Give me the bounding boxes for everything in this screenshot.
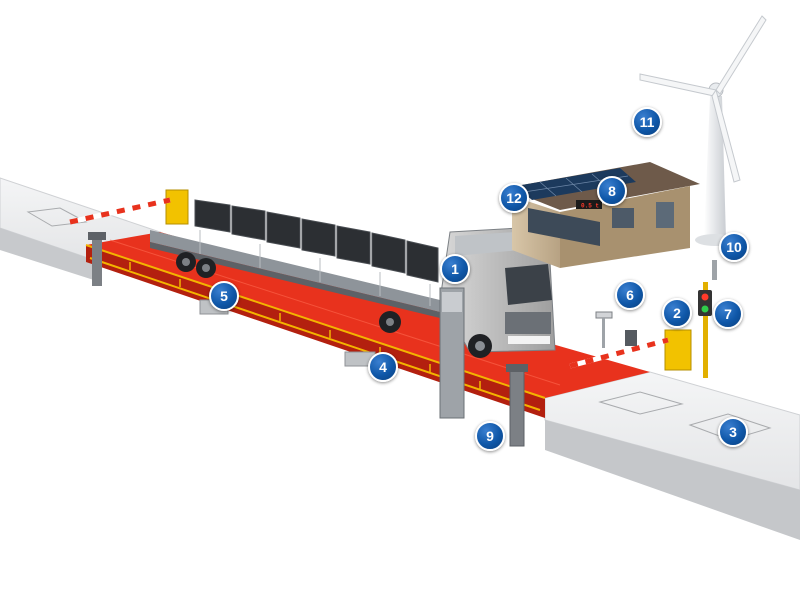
callout-marker-6: 6	[615, 280, 645, 310]
exit-barrier	[569, 329, 692, 371]
left-camera-post	[88, 232, 106, 286]
callout-marker-3: 3	[718, 417, 748, 447]
control-booth	[505, 162, 700, 268]
exit-camera-post	[506, 364, 528, 447]
solar-sensor-post	[712, 260, 717, 280]
callout-marker-9: 9	[475, 421, 505, 451]
traffic-light	[698, 282, 712, 378]
wind-turbine	[639, 15, 767, 246]
callout-marker-11: 11	[632, 107, 662, 137]
callout-marker-7: 7	[713, 299, 743, 329]
booth-display-text: 0.5 t	[581, 203, 599, 210]
callout-marker-8: 8	[597, 176, 627, 206]
callout-marker-12: 12	[499, 183, 529, 213]
truck-trailer	[150, 199, 440, 333]
callout-marker-5: 5	[209, 281, 239, 311]
truck-cab	[439, 227, 556, 358]
callout-marker-1: 1	[440, 254, 470, 284]
right-approach-road	[544, 371, 800, 540]
exit-reader	[625, 330, 637, 346]
ticket-terminal-post	[439, 287, 465, 419]
callout-marker-2: 2	[662, 298, 692, 328]
callout-marker-10: 10	[719, 232, 749, 262]
callout-marker-4: 4	[368, 352, 398, 382]
exit-camera	[595, 311, 613, 348]
entrance-barrier	[69, 189, 189, 225]
